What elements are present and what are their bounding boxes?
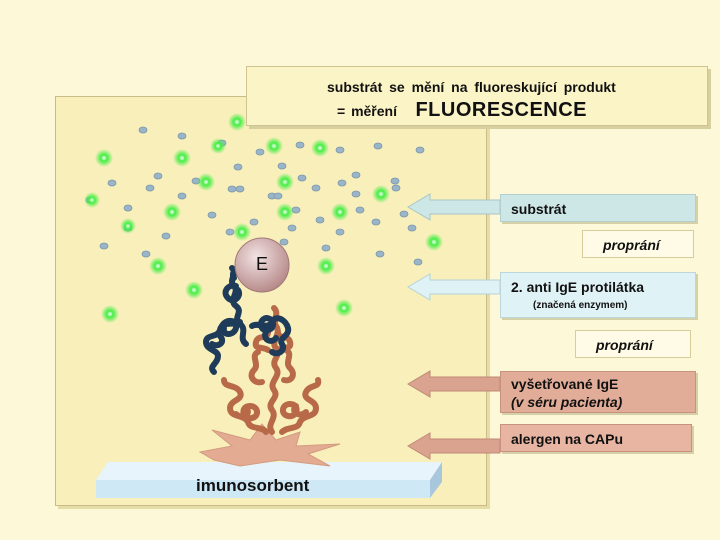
title-fluorescence: FLUORESCENCE (415, 99, 588, 121)
fluorescence-sparks (84, 113, 443, 323)
label-allergen-text: alergen na CAPu (511, 431, 624, 447)
title-prefix: = měření (337, 103, 397, 119)
label-anti-ige-note: (značená enzymem) (533, 300, 628, 311)
allergen-shape (198, 423, 341, 467)
arrow-tested-ige (407, 370, 501, 398)
label-anti-ige: 2. anti IgE protilátka (značená enzymem) (500, 272, 696, 318)
label-tested-ige-text: vyšetřované IgE (511, 376, 619, 392)
solid-phase-label: imunosorbent (196, 476, 310, 495)
label-anti-ige-text: 2. anti IgE protilátka (511, 279, 645, 295)
title-box: substrát se mění na fluoreskující produk… (246, 66, 708, 126)
solid-phase (96, 462, 442, 498)
enzyme-ball (234, 237, 290, 293)
label-allergen: alergen na CAPu (500, 424, 692, 452)
label-tested-ige-note: (v séru pacienta) (511, 394, 623, 410)
arrow-anti-ige (407, 273, 501, 301)
label-wash-1: proprání (582, 230, 694, 258)
label-tested-ige: vyšetřované IgE (v séru pacienta) (500, 371, 696, 413)
arrow-allergen (407, 432, 501, 460)
label-wash-2: proprání (575, 330, 691, 358)
enzyme-label: E (256, 254, 269, 274)
label-substrat-text: substrát (511, 201, 567, 217)
title-line-2: = měření FLUORESCENCE (337, 99, 587, 122)
title-line-1: substrát se mění na fluoreskující produk… (327, 79, 616, 95)
label-substrat: substrát (500, 194, 696, 222)
arrow-substrat (407, 193, 501, 221)
